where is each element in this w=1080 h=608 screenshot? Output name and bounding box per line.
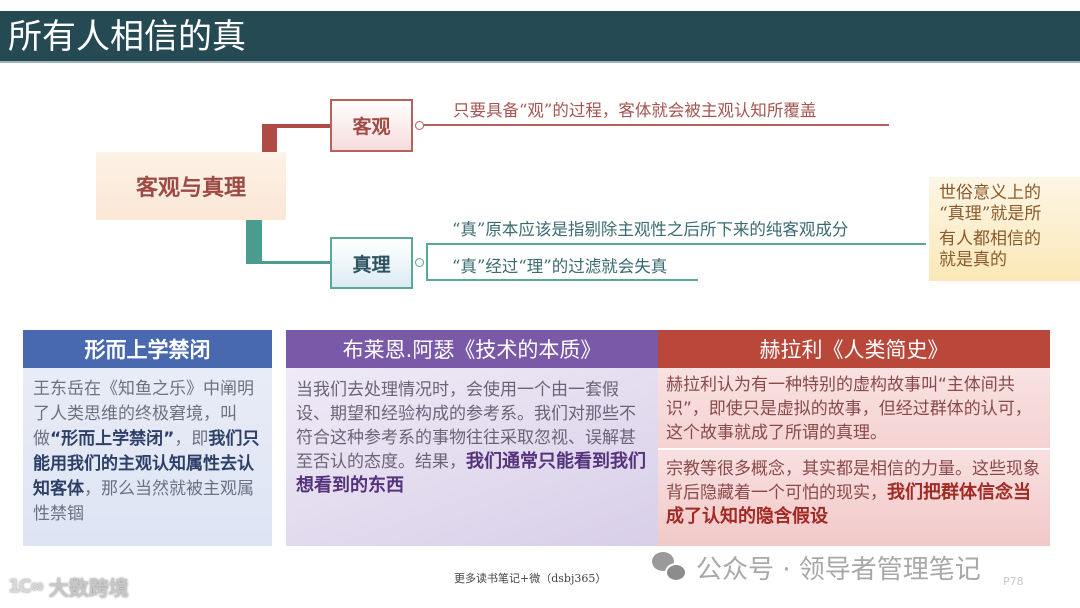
collapse-knob-icon	[415, 258, 424, 267]
connector-teal-vertical	[246, 220, 262, 264]
card-title: 布莱恩.阿瑟《技术的本质》	[286, 330, 658, 368]
card-emphasis: 我们只能用我们的主观认知属性去认知客体	[33, 429, 260, 499]
card-text: ，即	[174, 429, 209, 449]
card-emphasis: 我们通常只能看到我们想看到的东西	[296, 451, 646, 496]
card-title: 赫拉利《人类简史》	[658, 330, 1050, 368]
brand-name: 大数跨境	[48, 576, 129, 600]
slide-title: 所有人相信的真	[8, 17, 246, 57]
wechat-icon	[652, 551, 688, 584]
card-text: 王东岳在《知鱼之乐》中阐明了人类思维的终极窘境，叫做	[33, 379, 254, 449]
brand-logo-icon: 1C∞	[8, 576, 45, 597]
note-line: 有人都相信的	[939, 229, 1041, 249]
footer-more-notes: 更多读书笔记+微（dsbj365）	[454, 572, 607, 585]
mindmap-node-keguan: 客观	[330, 99, 413, 152]
connector-red-horizontal	[262, 124, 332, 128]
card-metaphysics: 形而上学禁闭 王东岳在《知鱼之乐》中阐明了人类思维的终极窘境，叫做“形而上学禁闭…	[23, 330, 272, 546]
card-body: 王东岳在《知鱼之乐》中阐明了人类思维的终极窘境，叫做“形而上学禁闭”，即我们只能…	[23, 368, 272, 546]
branch-underline-keguan	[424, 124, 889, 126]
connector-teal-horizontal	[246, 261, 332, 264]
card-section-1: 赫拉利认为有一种特别的虚构故事叫“主体间共识”，即使只是虚拟的故事，但经过群体的…	[658, 368, 1050, 450]
wechat-watermark: 公众号 · 领导者管理笔记	[652, 549, 981, 586]
collapse-knob-icon	[415, 121, 424, 130]
branch-item-zhenli-2: “真”经过“理”的过滤就会失真	[452, 257, 668, 276]
card-text: 当我们去处理情况时，会使用一个由一套假设、期望和经验构成的参考系。我们对那些不符…	[296, 380, 636, 472]
card-text: 宗教等很多概念，其实都是相信的力量。这些现象背后隐藏着一个可怕的现实，	[666, 459, 1040, 503]
card-text: ，那么当然就被主观属性禁锢	[33, 479, 254, 524]
card-sapiens: 赫拉利《人类简史》 赫拉利认为有一种特别的虚构故事叫“主体间共识”，即使只是虚拟…	[658, 330, 1050, 546]
note-line: 就是真的	[939, 250, 1007, 270]
branch-bracket-zhenli	[426, 243, 926, 281]
note-line: 世俗意义上的	[939, 183, 1041, 203]
page-number: P78	[1003, 575, 1024, 588]
title-bar: 所有人相信的真	[0, 11, 1080, 63]
branch-underline-zhenli	[426, 279, 698, 281]
card-emphasis: “形而上学禁闭”	[50, 429, 175, 449]
mindmap-root-node: 客观与真理	[96, 152, 286, 220]
connector-red-vertical	[262, 124, 277, 152]
brand-watermark: 1C∞ 大数跨境	[8, 572, 129, 601]
card-section-2: 宗教等很多概念，其实都是相信的力量。这些现象背后隐藏着一个可怕的现实，我们把群体…	[658, 450, 1050, 546]
watermark-text: 公众号 · 领导者管理笔记	[696, 555, 981, 585]
mindmap-node-zhenli: 真理	[330, 237, 413, 289]
note-box: 世俗意义上的 “真理”就是所 有人都相信的 就是真的	[929, 177, 1080, 281]
card-emphasis: 我们把群体信念当成了认知的隐含假设	[666, 482, 1031, 527]
branch-item-keguan: 只要具备“观”的过程，客体就会被主观认知所覆盖	[453, 101, 817, 120]
note-line: “真理”就是所	[939, 204, 1042, 224]
card-nature-of-technology: 布莱恩.阿瑟《技术的本质》 当我们去处理情况时，会使用一个由一套假设、期望和经验…	[286, 330, 658, 546]
branch-item-zhenli-1: “真”原本应该是指剔除主观性之后所下来的纯客观成分	[452, 220, 849, 239]
card-body: 当我们去处理情况时，会使用一个由一套假设、期望和经验构成的参考系。我们对那些不符…	[286, 368, 658, 546]
card-title: 形而上学禁闭	[23, 330, 272, 368]
